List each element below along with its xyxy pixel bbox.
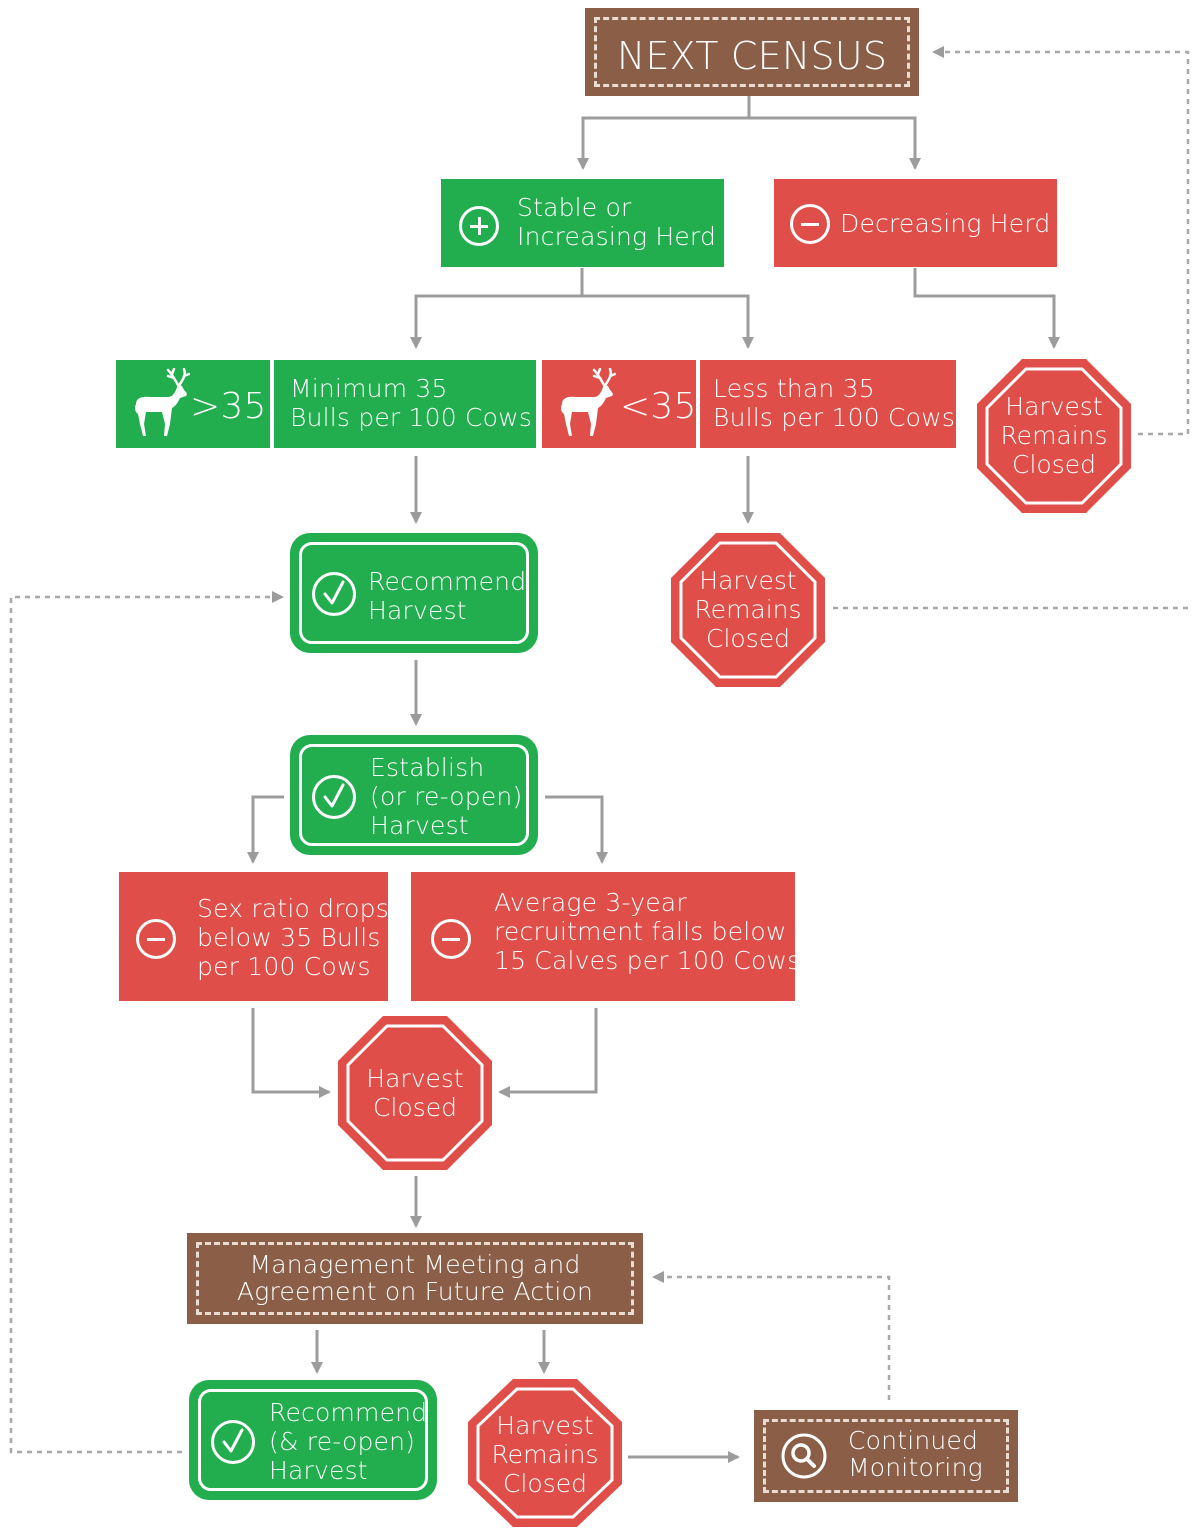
establish-harvest-box: Establish (or re-open) Harvest (290, 735, 538, 855)
recommend-harvest-line2: Harvest (368, 596, 467, 625)
minus-circle-icon (136, 919, 176, 959)
recommend-reopen-line1: Recommend (269, 1398, 428, 1427)
recommend-harvest-line1: Recommend (368, 567, 527, 596)
plus-circle-icon (459, 206, 499, 246)
lt35-badge-label: <35 (620, 386, 697, 427)
recruitment-line2: recruitment falls below (494, 917, 787, 946)
check-circle-icon (211, 1420, 255, 1464)
remains-closed-right-line3: Closed (1012, 450, 1096, 479)
remains-closed-bottom-line3: Closed (503, 1469, 587, 1498)
continued-monitoring-line1: Continued (848, 1426, 979, 1455)
check-circle-icon (312, 572, 356, 616)
stable-herd-line2: Increasing Herd (517, 222, 717, 251)
connector-census-to-decreasing (749, 116, 921, 170)
connector-recruitment-to-closed (498, 1008, 598, 1098)
remains-closed-mid-line1: Harvest (699, 566, 797, 595)
next-census-box: NEXT CENSUS (585, 8, 919, 96)
remains-closed-bottom-line1: Harvest (496, 1411, 594, 1440)
establish-harvest-line2: (or re-open) (370, 782, 523, 811)
management-meeting-line2: Agreement on Future Action (236, 1277, 594, 1306)
recommend-reopen-line2: (& re-open) (269, 1427, 416, 1456)
remains-closed-bottom-sign: Harvest Remains Closed (467, 1378, 623, 1528)
lt35-badge-box: <35 (542, 360, 696, 448)
remains-closed-bottom-line2: Remains (491, 1440, 599, 1469)
connector-stable-to-min35 (410, 268, 584, 349)
remains-closed-mid-line3: Closed (706, 624, 790, 653)
dashed-loop-to-recommend (9, 591, 284, 1454)
dashed-loop-to-census (932, 46, 1190, 436)
lt35-line1: Less than 35 (713, 374, 875, 403)
sex-ratio-line2: below 35 Bulls (197, 923, 381, 952)
recruitment-line3: 15 Calves per 100 Cows (494, 946, 801, 975)
management-meeting-box: Management Meeting and Agreement on Futu… (187, 1233, 643, 1324)
min35-box: Minimum 35 Bulls per 100 Cows (274, 360, 536, 448)
next-census-label: NEXT CENSUS (616, 34, 888, 78)
remains-closed-mid-sign: Harvest Remains Closed (670, 532, 826, 688)
remains-closed-right-sign: Harvest Remains Closed (976, 358, 1132, 514)
recommend-harvest-box: Recommend Harvest (290, 533, 538, 653)
recommend-reopen-line3: Harvest (269, 1456, 368, 1485)
remains-closed-right-line2: Remains (1000, 421, 1108, 450)
minus-circle-icon (431, 919, 471, 959)
min35-line1: Minimum 35 (290, 374, 448, 403)
decreasing-herd-box: Decreasing Herd (774, 179, 1057, 267)
establish-harvest-line1: Establish (370, 753, 485, 782)
connector-stable-to-lt35 (582, 294, 754, 349)
magnifier-icon (781, 1433, 827, 1479)
caribou-icon (134, 368, 190, 436)
stable-herd-line1: Stable or (517, 193, 632, 222)
connector-sexratio-to-closed (251, 1008, 331, 1098)
lt35-line2: Bulls per 100 Cows (713, 403, 956, 432)
connector-establish-to-recruitment (545, 795, 608, 864)
min35-badge-box: >35 (116, 360, 270, 448)
min35-badge-label: >35 (190, 386, 267, 427)
caribou-icon (560, 368, 616, 436)
connector-census-to-stable (577, 96, 751, 170)
remains-closed-right-line1: Harvest (1005, 392, 1103, 421)
continued-monitoring-box: Continued Monitoring (754, 1410, 1018, 1502)
management-meeting-line1: Management Meeting and (249, 1250, 581, 1279)
sex-ratio-line1: Sex ratio drops (197, 894, 389, 923)
lt35-box: Less than 35 Bulls per 100 Cows (700, 360, 956, 448)
check-circle-icon (312, 775, 356, 819)
recruitment-box: Average 3-year recruitment falls below 1… (411, 872, 800, 1001)
harvest-closed-line1: Harvest (366, 1064, 464, 1093)
connector-decreasing-to-closed (913, 268, 1060, 349)
harvest-closed-sign: Harvest Closed (337, 1015, 493, 1171)
remains-closed-mid-line2: Remains (694, 595, 802, 624)
sex-ratio-box: Sex ratio drops below 35 Bulls per 100 C… (119, 872, 389, 1001)
sex-ratio-line3: per 100 Cows (197, 952, 371, 981)
decreasing-herd-label: Decreasing Herd (840, 209, 1051, 238)
dashed-monitoring-to-meeting (652, 1271, 891, 1400)
connector-establish-to-sexratio (247, 795, 284, 864)
continued-monitoring-line2: Monitoring (848, 1453, 983, 1482)
recommend-reopen-box: Recommend (& re-open) Harvest (189, 1380, 437, 1500)
recruitment-line1: Average 3-year (494, 888, 687, 917)
stable-herd-box: Stable or Increasing Herd (441, 179, 724, 267)
minus-circle-icon (790, 204, 830, 244)
establish-harvest-line3: Harvest (370, 811, 469, 840)
harvest-closed-line2: Closed (373, 1093, 457, 1122)
min35-line2: Bulls per 100 Cows (290, 403, 533, 432)
